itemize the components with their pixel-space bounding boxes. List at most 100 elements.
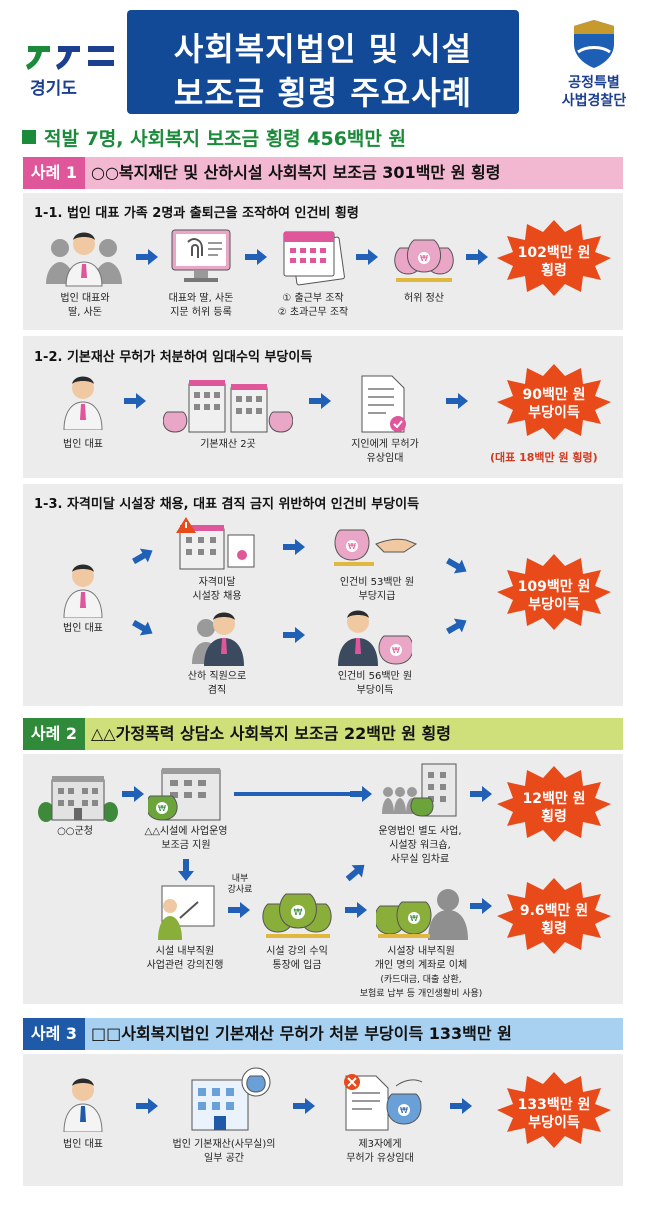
calendar-icon — [283, 231, 345, 286]
employee-icon — [192, 612, 244, 666]
case1-3-step3-line1: 인건비 53백만 원 — [339, 577, 415, 588]
case2-header: 사례 2 △△가정폭력 상담소 사회복지 보조금 22백만 원 횡령 — [23, 718, 623, 750]
title-line-2: 보조금 횡령 주요사례 — [173, 74, 473, 112]
burst-icon — [497, 766, 611, 842]
arrow-right-icon — [122, 786, 144, 802]
case1-2-result-line2: 부당이득 — [528, 405, 580, 421]
hand-money-icon: ₩ — [334, 529, 418, 566]
arrow-right-icon — [283, 627, 305, 643]
burst-icon — [497, 878, 611, 954]
case2-step3-line1: 운영법인 별도 사업, — [378, 826, 462, 837]
burst-icon — [497, 554, 611, 630]
arrow-right-icon — [124, 393, 146, 409]
case3-result-line2: 부당이득 — [528, 1115, 580, 1131]
group-building-icon — [382, 763, 457, 817]
police-logo-line-1: 공정특별 — [568, 75, 620, 91]
person-icon — [63, 1078, 103, 1132]
arrow-down-icon — [178, 859, 194, 881]
case2-step1-line1: ○○군청 — [57, 826, 93, 837]
police-shield-icon — [574, 20, 614, 68]
header: 경기도 사회복지법인 및 시설 보조금 횡령 주요사례 공정특별 사법경찰단 — [0, 0, 648, 122]
case2-result1-burst: 12백만 원 횡령 — [495, 764, 613, 844]
fingerprint-monitor-icon — [171, 229, 231, 282]
arrow-right-icon — [228, 902, 250, 918]
person-group-icon — [46, 232, 122, 287]
case1-2-step3-line2: 유상임대 — [366, 453, 404, 464]
case2-step6-line3: (카드대금, 대출 상환, — [380, 975, 462, 985]
arrow-right-icon — [466, 249, 488, 265]
case1-3-result-burst: 109백만 원 부당이득 — [495, 552, 613, 632]
case1-3-step2-line2: 시설장 채용 — [192, 591, 242, 602]
case1-1-step3-line2: ② 초과근무 조작 — [277, 307, 349, 318]
case2-step4-line1: 시설 내부직원 — [155, 946, 215, 957]
case1-3-step4-line2: 겸직 — [207, 685, 227, 696]
case2-step5-line1: 시설 강의 수익 — [266, 946, 328, 957]
arrow-right-icon — [450, 1098, 472, 1114]
arrow-right-icon — [245, 249, 267, 265]
case1-header: 사례 1 ○○복지재단 및 산하시설 사회복지 보조금 301백만 원 횡령 — [23, 157, 623, 189]
case1-2-step1-line1: 법인 대표 — [63, 439, 103, 450]
case2-step3-line2: 시설장 워크숍, — [389, 840, 451, 851]
case2-step4-line2: 사업관련 강의진행 — [146, 960, 224, 971]
case3-result-burst: 133백만 원 부당이득 — [495, 1070, 613, 1150]
svg-text:₩: ₩ — [348, 542, 356, 551]
case3-tag: 사례 3 — [23, 1018, 85, 1050]
case2-step6-line4: 보험료 납부 등 개인생활비 사용) — [359, 989, 483, 999]
case1-3-step4-line1: 산하 직원으로 — [187, 671, 247, 682]
arrow-right-icon — [345, 902, 367, 918]
case1-1-step2-line2: 지문 허위 등록 — [170, 307, 232, 318]
case1-1-step3-line1: ① 출근부 조작 — [282, 293, 344, 304]
government-building-icon — [38, 776, 118, 822]
long-arrow-line — [234, 792, 354, 796]
case2-step2-line1: △△시설에 사업운영 — [144, 826, 228, 837]
case2-title: △△가정폭력 상담소 사회복지 보조금 22백만 원 횡령 — [91, 724, 451, 743]
arrow-right-icon — [136, 249, 158, 265]
case1-2-note: (대표 18백만 원 횡령) — [490, 451, 598, 464]
case1-3-step2-line1: 자격미달 — [198, 577, 236, 588]
case1-1-step4-line1: 허위 정산 — [404, 293, 444, 304]
case1-3-step3-line2: 부당지급 — [358, 591, 396, 602]
case3-step3-line2: 무허가 유상임대 — [346, 1153, 414, 1164]
bullet-square-icon — [22, 130, 36, 144]
case2-arrow-label-2: 강사료 — [227, 885, 253, 895]
arrow-up-right-icon — [131, 548, 153, 565]
case1-1-result-line1: 102백만 원 — [517, 245, 591, 261]
gyeonggi-logo-text: 경기도 — [30, 79, 77, 99]
arrow-right-icon — [136, 1098, 158, 1114]
case1-title: ○○복지재단 및 산하시설 사회복지 보조금 301백만 원 횡령 — [91, 163, 501, 182]
case1-2-step3-line1: 지인에게 무허가 — [351, 439, 419, 450]
money-bags-icon: ₩ — [394, 239, 454, 282]
case2-step5-line2: 통장에 입금 — [272, 960, 322, 971]
case2-step3-line3: 사무실 임차료 — [390, 854, 450, 865]
case2-arrow-label-1: 내부 — [231, 874, 249, 884]
svg-text:₩: ₩ — [420, 254, 428, 263]
burst-icon — [497, 1072, 611, 1148]
gyeonggi-logo-icon — [26, 46, 114, 70]
svg-text:₩: ₩ — [392, 646, 400, 655]
case1-2-result-burst: 90백만 원 부당이득 — [495, 362, 613, 442]
arrow-right-icon — [283, 539, 305, 555]
case1-3-result-line2: 부당이득 — [528, 597, 580, 613]
arrow-up-right-icon — [345, 864, 365, 882]
burst-icon — [497, 220, 611, 296]
case3-result-line1: 133백만 원 — [517, 1097, 591, 1113]
document-icon — [361, 375, 406, 433]
case2-result2-line1: 9.6백만 원 — [519, 903, 589, 919]
case1-1-step1-line2: 딸, 사돈 — [68, 307, 102, 318]
police-logo-line-2: 사법경찰단 — [561, 93, 627, 109]
person-money-icon: ₩ — [338, 610, 412, 666]
buildings-icon — [163, 380, 293, 433]
summary-heading: 적발 7명, 사회복지 보조금 횡령 456백만 원 — [22, 124, 406, 151]
person-money-icon: ₩ — [376, 889, 468, 940]
svg-text:₩: ₩ — [158, 804, 166, 813]
arrow-up-right-icon — [445, 618, 467, 635]
case1-1-step1-line1: 법인 대표와 — [60, 293, 110, 304]
office-building-icon — [191, 1067, 271, 1131]
case2-result1-line1: 12백만 원 — [522, 791, 586, 807]
building-money-icon: ₩ — [148, 768, 221, 821]
case1-1-result-burst: 102백만 원 횡령 — [495, 218, 613, 298]
case2-tag: 사례 2 — [23, 718, 85, 750]
burst-icon — [497, 364, 611, 440]
case1-1-result-line2: 횡령 — [541, 263, 567, 279]
